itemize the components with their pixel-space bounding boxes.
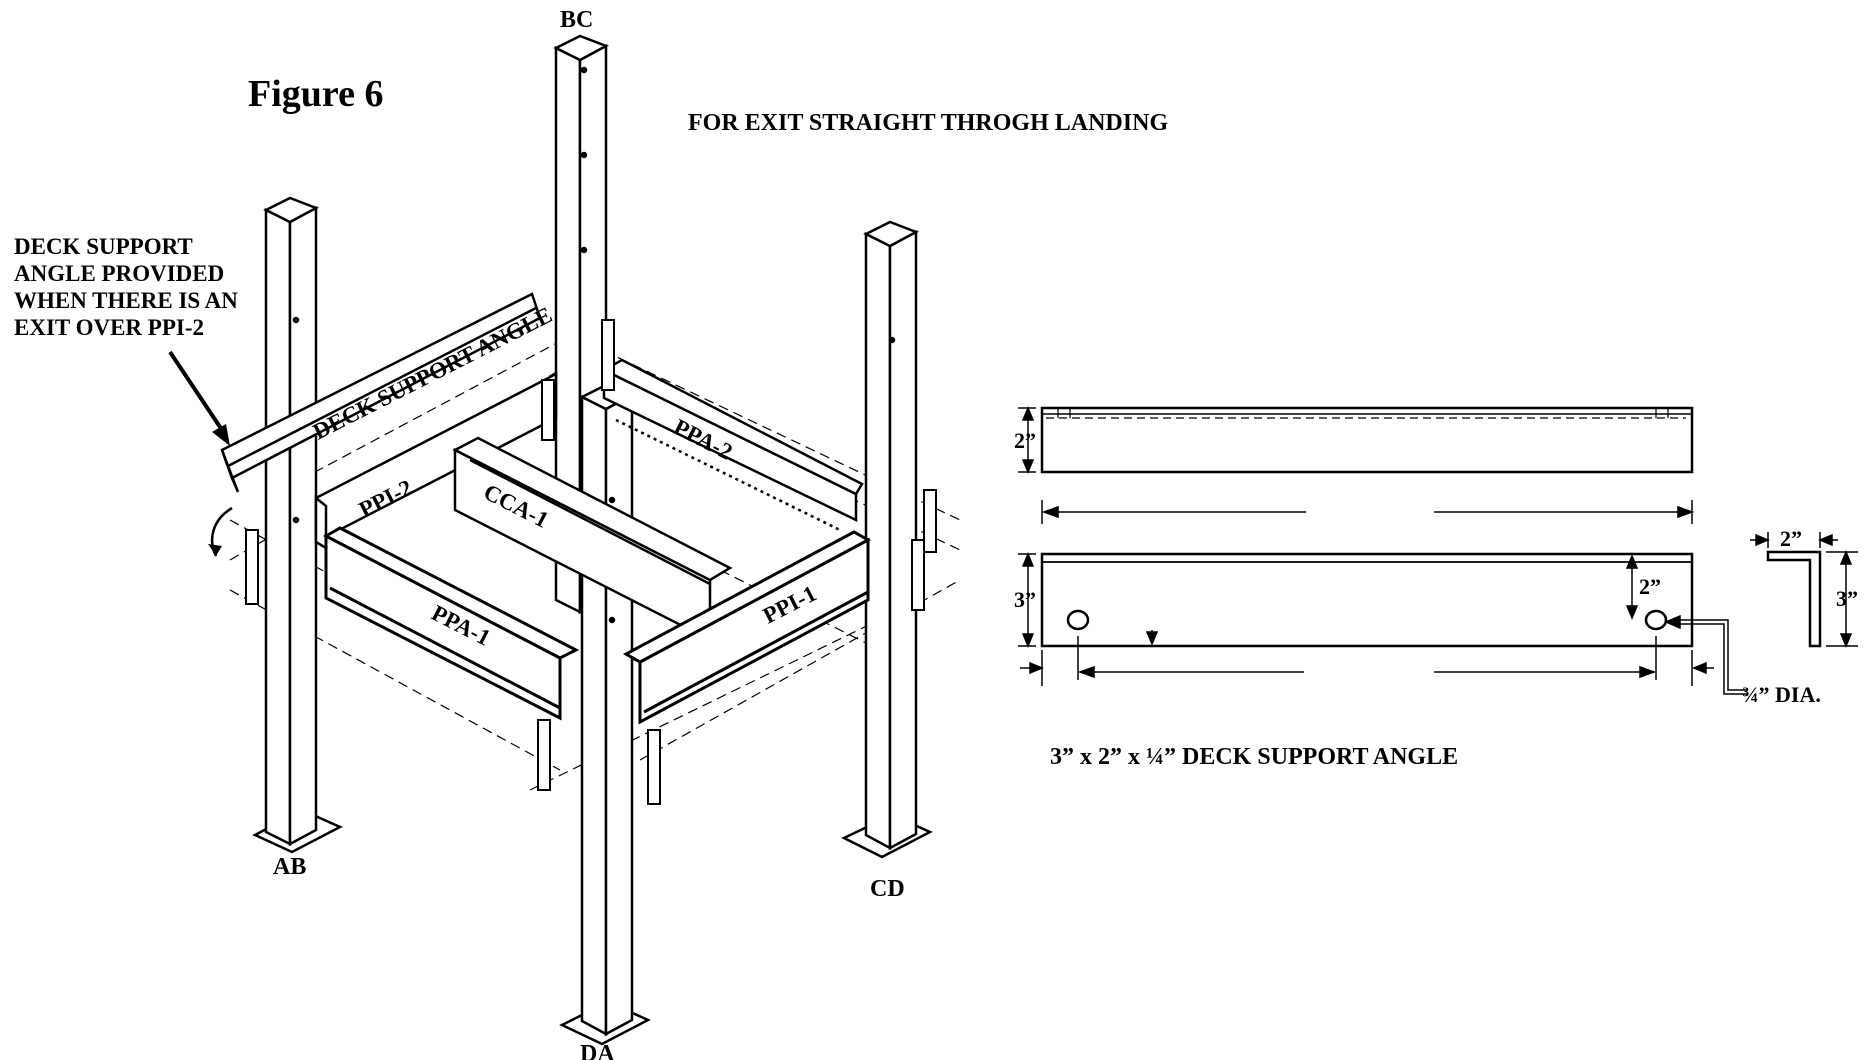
dim-front-height — [1018, 552, 1036, 648]
dim-overall-length — [1041, 500, 1695, 524]
deck-support-note: DECK SUPPORT ANGLE PROVIDED WHEN THERE I… — [14, 234, 238, 340]
dim-hole-offset-label: 2” — [1639, 574, 1661, 599]
clip-angles — [245, 319, 937, 805]
note-line-4: EXIT OVER PPI-2 — [14, 315, 204, 340]
post-cd — [841, 220, 933, 859]
hole-dia-label: ¾” DIA. — [1742, 682, 1821, 707]
dim-profile-width — [1750, 532, 1838, 548]
dim-profile-height — [1826, 550, 1858, 648]
note-arrowhead — [212, 424, 230, 446]
note-line-3: WHEN THERE IS AN — [14, 288, 238, 313]
note-arrow — [168, 350, 224, 432]
subtitle: FOR EXIT STRAIGHT THROGH LANDING — [688, 110, 1168, 136]
post-label-da: DA — [580, 1041, 615, 1060]
dim-top-height — [1018, 406, 1036, 474]
post-label-ab: AB — [273, 854, 306, 880]
dim-hole-offset — [1145, 554, 1639, 646]
rotate-arrowhead — [208, 544, 222, 556]
figure-title: Figure 6 — [248, 73, 383, 115]
hole-right — [1644, 609, 1668, 631]
hole-leader — [1664, 614, 1748, 695]
profile-width-label: 2” — [1780, 526, 1802, 551]
post-label-bc: BC — [560, 7, 593, 33]
post-label-cd: CD — [870, 876, 905, 902]
detail-profile-view — [1766, 550, 1822, 648]
detail-caption: 3” x 2” x ¼” DECK SUPPORT ANGLE — [1050, 744, 1458, 770]
post-ab — [252, 196, 343, 854]
dim-front-height-label: 3” — [1014, 587, 1036, 612]
note-line-1: DECK SUPPORT — [14, 234, 193, 259]
profile-height-label: 3” — [1836, 586, 1858, 611]
detail-top-view — [1040, 406, 1694, 474]
hole-left — [1066, 609, 1090, 631]
deck-support-angle-beam — [220, 292, 542, 493]
ppi-1-beam — [622, 530, 872, 725]
detail-front-view — [1040, 552, 1694, 648]
dim-top-height-label: 2” — [1014, 428, 1036, 453]
note-line-2: ANGLE PROVIDED — [14, 261, 224, 286]
dim-hole-spacing — [1020, 636, 1714, 686]
ppi-2-beam — [314, 371, 558, 551]
ppa-1-beam — [322, 526, 580, 721]
